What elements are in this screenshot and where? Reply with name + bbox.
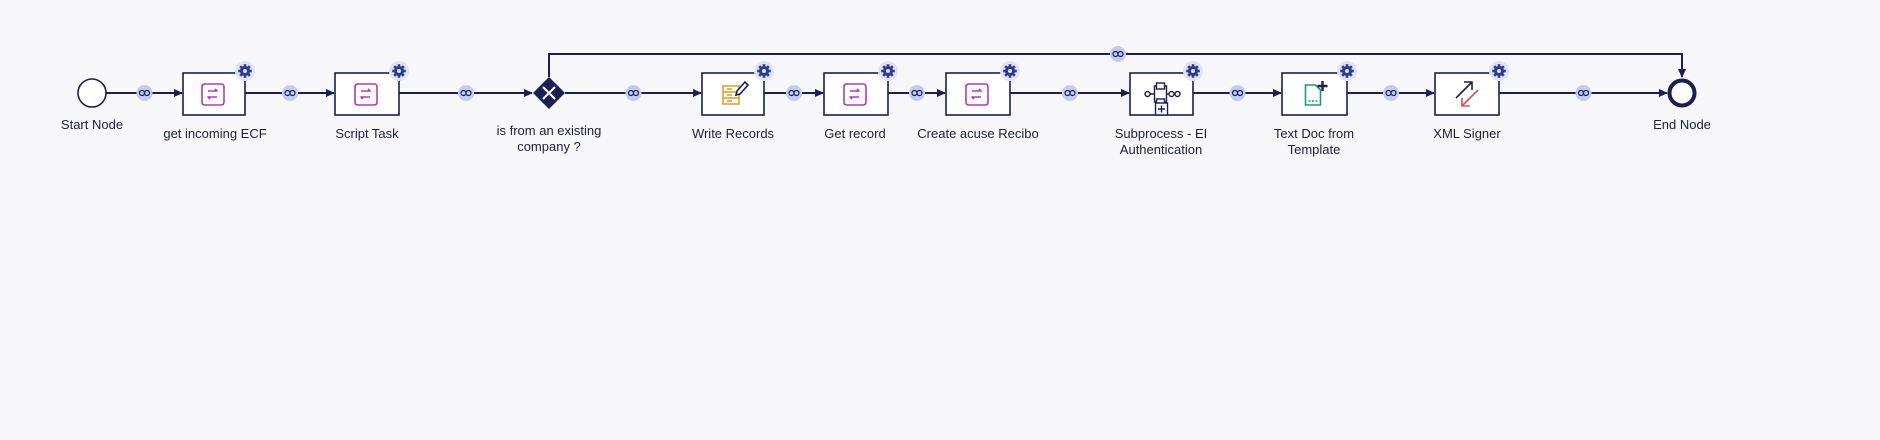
node-label-script-task: Script Task	[335, 126, 399, 141]
link-icon[interactable]	[625, 85, 642, 101]
node-end[interactable]	[1667, 78, 1697, 108]
node-write-records[interactable]	[701, 61, 774, 116]
script-scroll-icon	[201, 83, 225, 106]
node-label-start: Start Node	[60, 117, 124, 132]
sequence-flow[interactable]	[1010, 85, 1130, 101]
node-label-create-acuse: Create acuse Recibo	[917, 126, 1039, 141]
sequence-flow[interactable]	[548, 46, 1686, 78]
script-scroll-icon	[965, 83, 989, 106]
node-create-acuse[interactable]	[945, 61, 1020, 116]
link-icon[interactable]	[458, 85, 474, 101]
node-get-record[interactable]	[823, 61, 898, 116]
link-icon[interactable]	[282, 85, 298, 101]
task-box[interactable]	[1281, 72, 1348, 116]
task-box[interactable]	[945, 72, 1011, 116]
link-icon[interactable]	[1062, 85, 1078, 101]
sequence-flow[interactable]	[764, 85, 824, 101]
expand-plus-icon[interactable]	[1154, 102, 1169, 116]
node-get-incoming[interactable]	[182, 61, 255, 116]
gear-icon[interactable]	[1183, 61, 1203, 81]
gear-icon[interactable]	[878, 61, 898, 81]
node-label-get-record: Get record	[824, 126, 886, 141]
gear-icon[interactable]	[235, 61, 255, 81]
end-event-icon[interactable]	[1667, 78, 1697, 108]
sequence-flow[interactable]	[1347, 85, 1435, 101]
task-box[interactable]	[1434, 72, 1500, 116]
subprocess-icon	[1144, 82, 1181, 106]
node-label-text-doc: Text Doc from Template	[1273, 126, 1355, 157]
node-label-write-records: Write Records	[691, 126, 775, 141]
x-diamond-icon[interactable]	[533, 77, 565, 109]
node-start[interactable]	[77, 78, 107, 108]
gear-icon[interactable]	[1489, 61, 1509, 81]
task-box[interactable]	[334, 72, 400, 116]
node-label-get-incoming: get incoming ECF	[163, 126, 267, 141]
gear-icon[interactable]	[1337, 61, 1357, 81]
sequence-flow[interactable]	[565, 85, 702, 101]
sequence-flow[interactable]	[1193, 85, 1282, 101]
script-scroll-icon	[843, 83, 867, 106]
sequence-flow[interactable]	[888, 85, 946, 101]
node-label-xml-signer: XML Signer	[1433, 126, 1501, 141]
link-icon[interactable]	[1575, 85, 1592, 101]
node-label-gateway: is from an existing company ?	[496, 123, 602, 154]
node-subprocess[interactable]	[1129, 61, 1203, 116]
sequence-flow[interactable]	[1499, 85, 1668, 101]
gear-icon[interactable]	[1000, 61, 1020, 81]
node-label-subprocess: Subprocess - EI Authentication	[1114, 126, 1208, 157]
link-icon[interactable]	[1383, 85, 1399, 101]
task-box[interactable]	[701, 72, 765, 116]
link-icon[interactable]	[1110, 46, 1126, 62]
write-records-icon	[722, 80, 750, 105]
node-label-end: End Node	[1653, 117, 1711, 132]
script-scroll-icon	[354, 83, 378, 106]
gear-icon[interactable]	[389, 61, 409, 81]
link-icon[interactable]	[909, 85, 925, 101]
link-icon[interactable]	[786, 85, 802, 101]
task-box[interactable]	[182, 72, 246, 116]
sequence-flow[interactable]	[399, 85, 533, 101]
node-script-task[interactable]	[334, 61, 409, 116]
link-icon[interactable]	[136, 85, 153, 101]
node-text-doc[interactable]	[1281, 61, 1357, 116]
start-event-icon[interactable]	[77, 78, 107, 108]
gear-icon[interactable]	[754, 61, 774, 81]
task-box[interactable]	[1129, 72, 1194, 116]
link-icon[interactable]	[1229, 85, 1246, 101]
sequence-flow[interactable]	[106, 85, 183, 101]
xml-signer-arrows-icon	[1455, 81, 1479, 107]
text-doc-icon	[1304, 81, 1328, 106]
sequence-flow[interactable]	[245, 85, 335, 101]
task-box[interactable]	[823, 72, 889, 116]
node-gateway[interactable]	[533, 77, 565, 109]
node-xml-signer[interactable]	[1434, 61, 1509, 116]
